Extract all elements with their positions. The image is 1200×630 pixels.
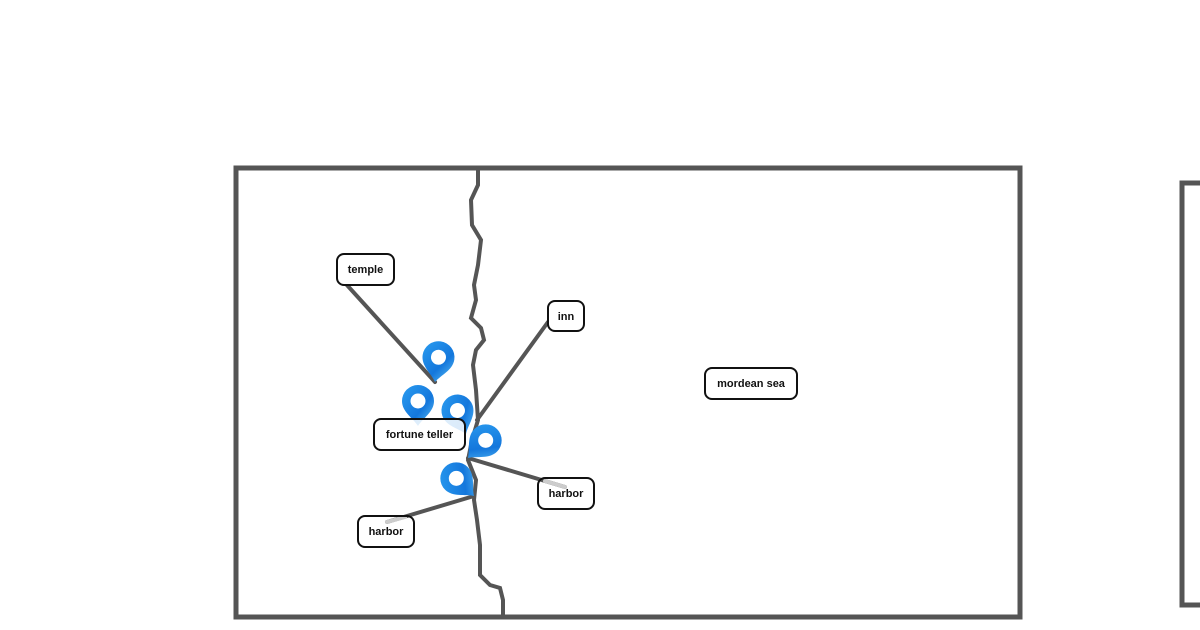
label-harbor-west[interactable]: harbor xyxy=(357,515,415,548)
connector-harbor-east-fade xyxy=(543,479,567,489)
label-harbor-east-text: harbor xyxy=(549,488,585,500)
label-harbor-west-text: harbor xyxy=(369,526,405,538)
label-temple-text: temple xyxy=(348,264,383,276)
label-temple[interactable]: temple xyxy=(336,253,395,286)
second-map-frame xyxy=(1179,180,1200,608)
map-pin-icon[interactable] xyxy=(419,339,457,385)
connector-temple xyxy=(344,282,437,384)
label-inn[interactable]: inn xyxy=(547,300,585,332)
connector-inn xyxy=(475,320,550,422)
label-fortune-teller[interactable]: fortune teller xyxy=(373,418,466,451)
label-sea-text: mordean sea xyxy=(717,378,786,390)
label-mordean-sea[interactable]: mordean sea xyxy=(704,367,798,400)
label-fortune-teller-text: fortune teller xyxy=(386,429,454,441)
map-frame xyxy=(233,165,1023,620)
label-harbor-east[interactable]: harbor xyxy=(537,477,595,510)
connector-harbor-west-fade xyxy=(385,515,407,524)
label-inn-text: inn xyxy=(558,311,575,323)
coastline xyxy=(465,166,505,619)
